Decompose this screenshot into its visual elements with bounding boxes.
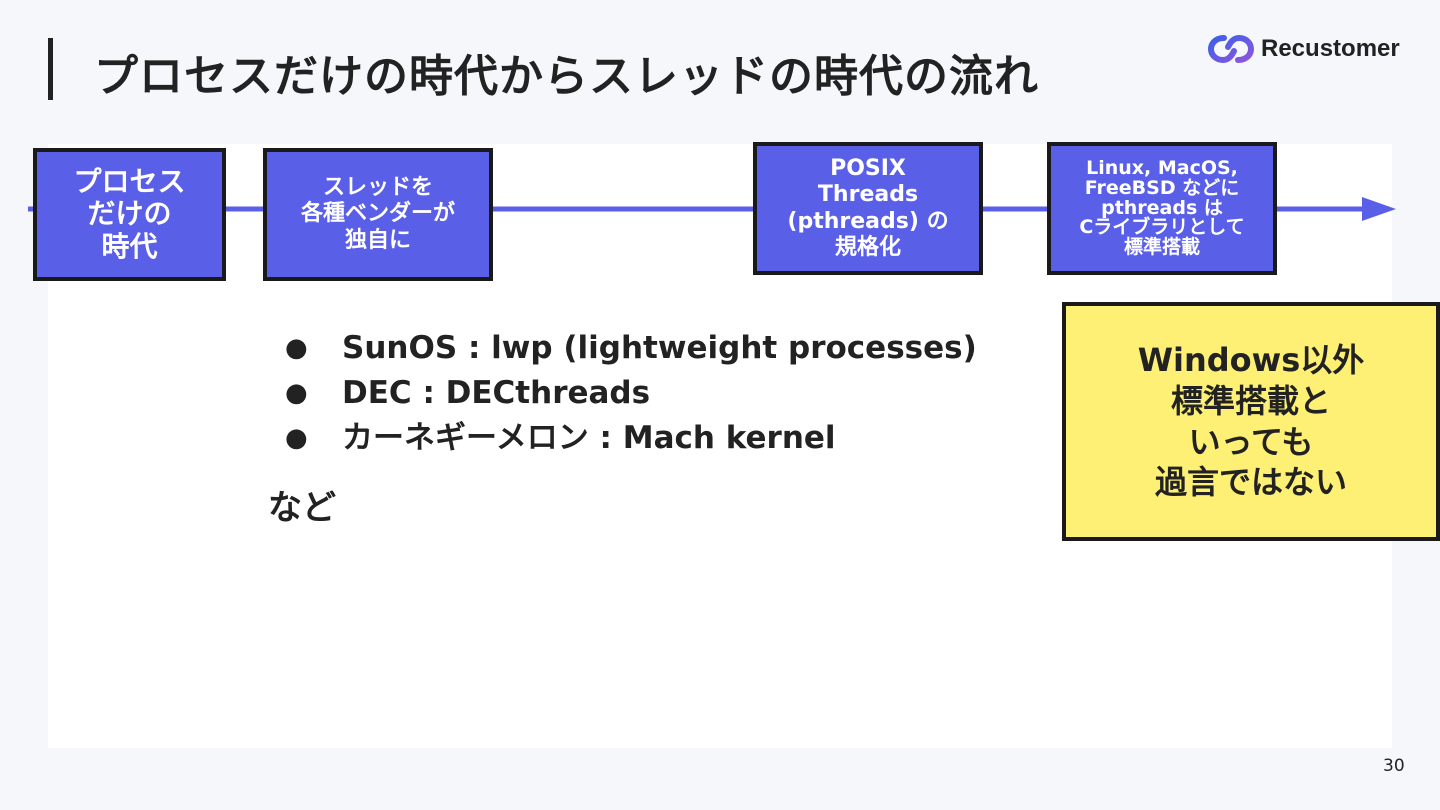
bullet-text: SunOS : lwp (lightweight processes) <box>342 330 977 366</box>
bullet-text: カーネギーメロン : Mach kernel <box>342 420 836 456</box>
timeline-box-label: プロセス だけの 時代 <box>73 165 186 263</box>
callout-note: Windows以外 標準搭載と いっても 過言ではない <box>1062 302 1440 541</box>
slide-title: プロセスだけの時代からスレッドの時代の流れ <box>94 51 1039 102</box>
etc-text: など <box>268 488 336 528</box>
bullet-dot-icon: ● <box>285 378 308 408</box>
timeline-box-label: スレッドを 各種ベンダーが 独自に <box>300 174 455 253</box>
timeline-box-label: POSIX Threads (pthreads) の 規格化 <box>787 155 949 260</box>
list-item: ● SunOS : lwp (lightweight processes) <box>285 326 977 371</box>
timeline-box-standard-pthreads: Linux, MacOS, FreeBSD などに pthreads は Cライ… <box>1047 142 1277 275</box>
brand-logo: Recustomer <box>1207 30 1400 68</box>
timeline-box-label: Linux, MacOS, FreeBSD などに pthreads は Cライ… <box>1079 156 1245 259</box>
title-accent-bar <box>48 38 53 100</box>
logo-text: Recustomer <box>1261 35 1400 62</box>
bullet-text: DEC : DECthreads <box>342 375 651 411</box>
infinity-logo-icon <box>1207 34 1255 64</box>
timeline-box-posix-threads: POSIX Threads (pthreads) の 規格化 <box>753 142 983 275</box>
list-item: ● カーネギーメロン : Mach kernel <box>285 416 977 461</box>
timeline-box-process-era: プロセス だけの 時代 <box>33 148 226 281</box>
callout-text: Windows以外 標準搭載と いっても 過言ではない <box>1137 340 1365 502</box>
timeline-box-vendor-threads: スレッドを 各種ベンダーが 独自に <box>263 148 493 281</box>
list-item: ● DEC : DECthreads <box>285 371 977 416</box>
bullet-dot-icon: ● <box>285 423 308 453</box>
bullet-list: ● SunOS : lwp (lightweight processes) ● … <box>285 326 977 461</box>
bullet-dot-icon: ● <box>285 333 308 363</box>
page-number: 30 <box>1383 756 1405 776</box>
